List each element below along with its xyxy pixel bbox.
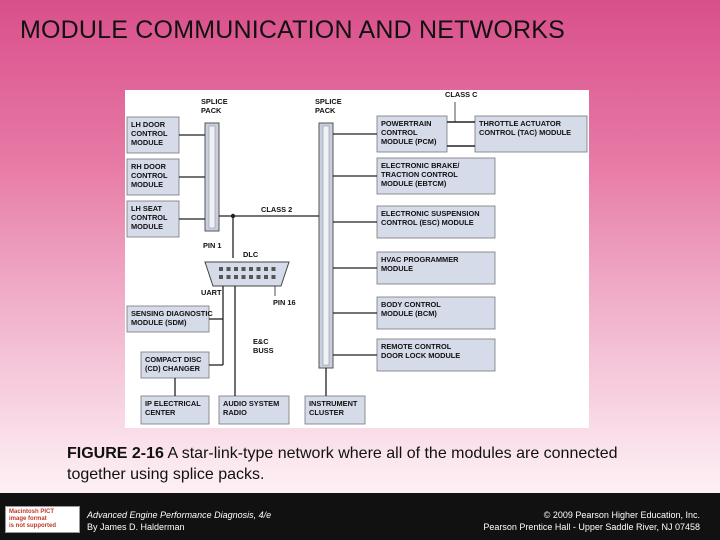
left-module-1-box: [126, 158, 180, 196]
slide-title: MODULE COMMUNICATION AND NETWORKS: [20, 16, 566, 44]
logo-line-3: is not supported: [9, 523, 56, 529]
class-c-label: CLASS C: [445, 90, 478, 99]
right-module-1-box: [376, 205, 496, 239]
tac-module-box: [474, 115, 588, 153]
dlc-pin: [219, 275, 223, 279]
uart-label: UART: [201, 288, 222, 297]
pin-1-label: PIN 1: [203, 241, 221, 250]
logo-line-2: image format: [9, 516, 47, 522]
ip-center-module-box: [140, 395, 210, 425]
splice-pack-right-inner: [322, 125, 330, 366]
dlc-pin: [249, 275, 253, 279]
dlc-label: DLC: [243, 250, 259, 259]
dlc-pin: [226, 275, 231, 279]
caption-text: A star-link-type network where all of th…: [67, 445, 618, 483]
splice-pack-left-inner: [208, 125, 216, 229]
dlc-pin: [264, 275, 268, 279]
footer-book-info: Advanced Engine Performance Diagnosis, 4…: [87, 509, 271, 533]
book-title: Advanced Engine Performance Diagnosis, 4…: [87, 510, 272, 520]
dlc-pin: [249, 267, 253, 271]
sdm-module-box: [126, 305, 210, 333]
unsupported-image-placeholder: Macintosh PICT image format is not suppo…: [5, 506, 80, 533]
dlc-pin: [241, 275, 246, 279]
dlc-pin: [256, 275, 261, 279]
pin-16-label: PIN 16: [273, 298, 296, 307]
cluster-module-box: [304, 395, 366, 425]
logo-line-1: Macintosh PICT: [9, 509, 55, 515]
cd-changer-module-label: COMPACT DISC(CD) CHANGER: [145, 355, 202, 373]
dlc-pin: [256, 267, 261, 271]
dlc-pin: [234, 275, 238, 279]
dlc-pin: [219, 267, 223, 271]
dlc-pin: [241, 267, 246, 271]
footer-bar: [0, 493, 720, 540]
dlc-pin: [264, 267, 268, 271]
dlc-pin: [271, 267, 276, 271]
figure-caption: FIGURE 2-16 A star-link-type network whe…: [67, 443, 667, 485]
cd-changer-module-box: [140, 351, 210, 379]
dlc-pin: [271, 275, 276, 279]
right-module-0-box: [376, 157, 496, 195]
publisher-text: Pearson Prentice Hall - Upper Saddle Riv…: [483, 522, 700, 532]
dlc-connector: [204, 261, 290, 287]
right-module-4-box: [376, 338, 496, 372]
dlc-pin: [234, 267, 238, 271]
book-author: By James D. Halderman: [87, 522, 185, 532]
copyright-text: © 2009 Pearson Higher Education, Inc.: [543, 510, 700, 520]
class-2-label: CLASS 2: [261, 205, 292, 214]
audio-module-box: [218, 395, 290, 425]
figure-number: FIGURE 2-16: [67, 445, 164, 462]
dlc-pin: [226, 267, 231, 271]
footer-copyright: © 2009 Pearson Higher Education, Inc. Pe…: [483, 509, 700, 533]
left-module-0-box: [126, 116, 180, 154]
right-module-2-box: [376, 251, 496, 285]
